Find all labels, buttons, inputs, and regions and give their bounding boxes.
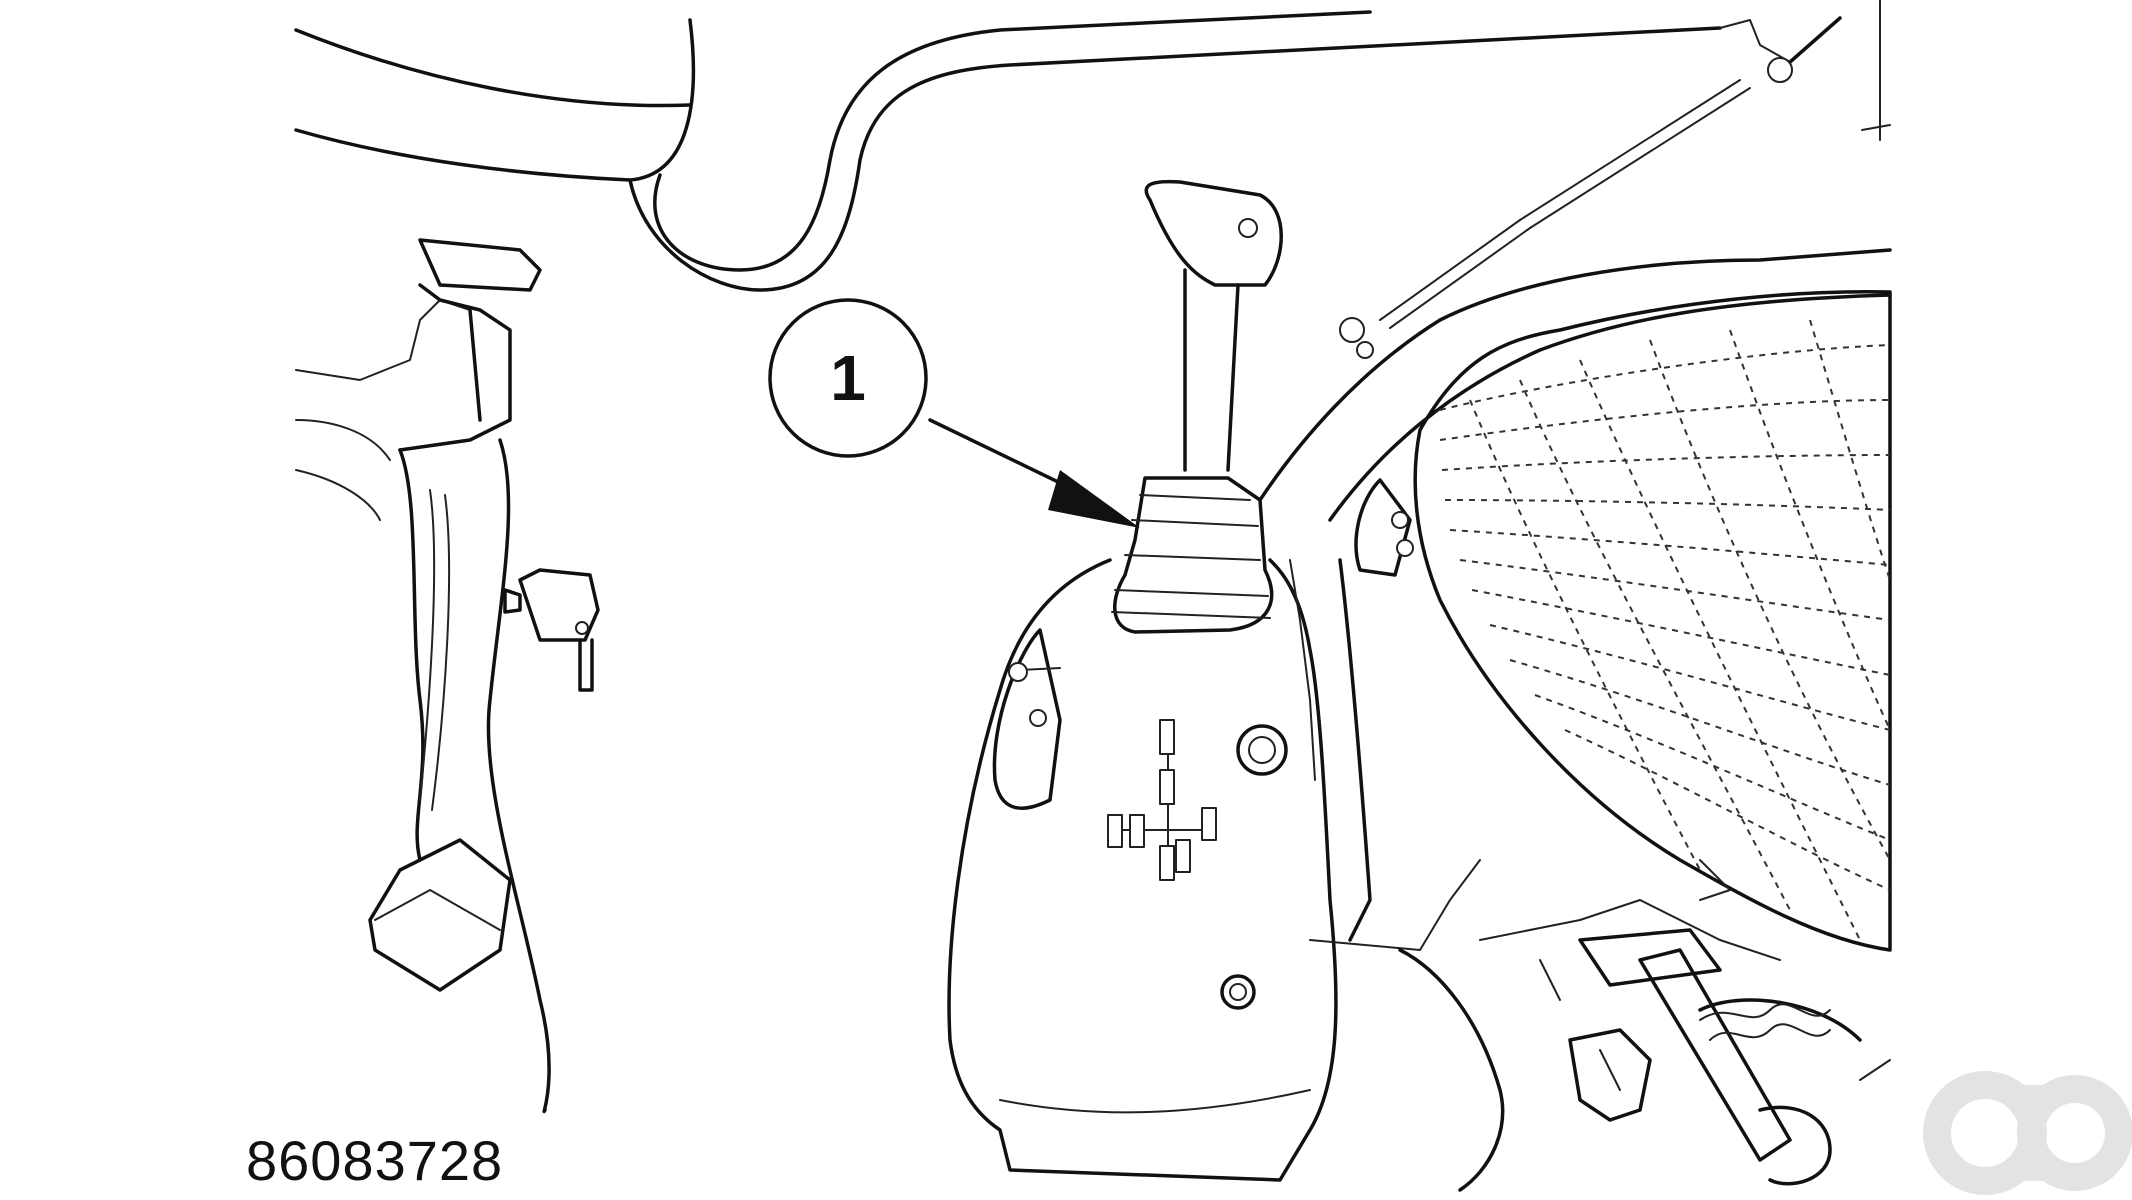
lower-linkage: [1398, 859, 1891, 1192]
watermark-logo: [1923, 1071, 2132, 1195]
callout-1-arrowhead: [1048, 470, 1140, 528]
callout-1: 1: [768, 298, 1140, 528]
dashboard-outline: [294, 0, 1891, 359]
seat-area: [1258, 248, 1892, 952]
shift-console: [947, 179, 1338, 1182]
figure-number: 86083728: [246, 1129, 504, 1192]
left-panel-outline: [295, 238, 600, 1114]
shift-pattern-decal: [1107, 719, 1217, 881]
callout-1-label: 1: [830, 342, 866, 414]
